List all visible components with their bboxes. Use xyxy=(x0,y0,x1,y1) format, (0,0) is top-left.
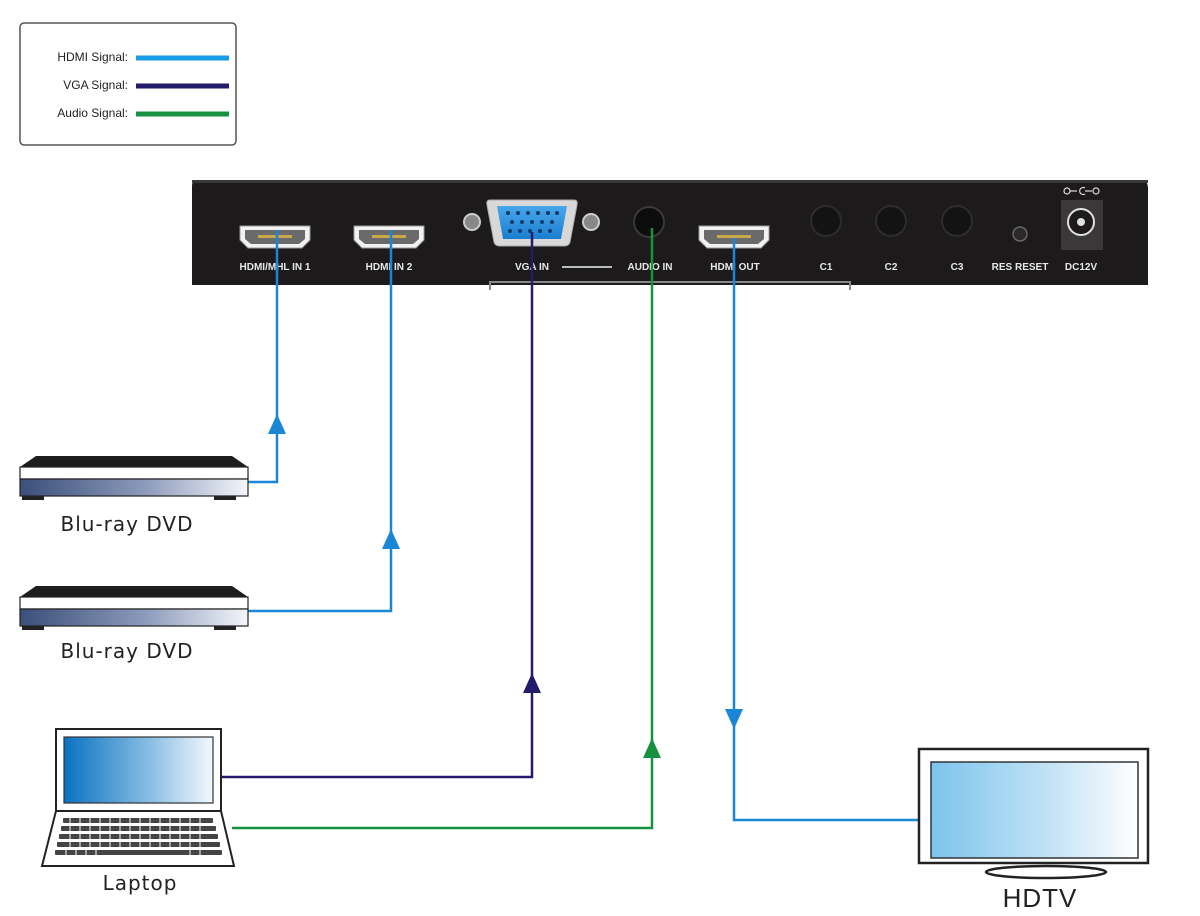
c1-port[interactable] xyxy=(810,205,842,237)
bluray-player-1 xyxy=(19,456,249,500)
c3-port[interactable] xyxy=(941,205,973,237)
c1-label: C1 xyxy=(820,262,833,273)
hdtv-label: HDTV xyxy=(1003,883,1078,913)
panel-bracket xyxy=(489,281,851,290)
hdmi-in-2-port[interactable] xyxy=(353,225,425,249)
arrow-up-hdmi-in-1 xyxy=(268,414,286,434)
laptop-label: Laptop xyxy=(103,871,178,895)
vga-in-port[interactable] xyxy=(463,199,600,247)
c2-port[interactable] xyxy=(875,205,907,237)
legend-label-audio: Audio Signal: xyxy=(57,106,128,120)
line-bluray2-to-hdmi-in-2 xyxy=(248,230,393,613)
line-hdmi-out-to-hdtv xyxy=(732,238,920,822)
vga-screw-right xyxy=(582,213,600,231)
connection-lines xyxy=(218,228,920,830)
c3-label: C3 xyxy=(951,262,964,273)
legend-label-hdmi: HDMI Signal: xyxy=(57,50,128,64)
line-laptop-to-vga-in xyxy=(218,232,534,779)
dc12v-label: DC12V xyxy=(1065,262,1098,273)
line-laptop-to-audio-in xyxy=(232,228,654,830)
laptop xyxy=(40,728,236,867)
audio-in-port[interactable] xyxy=(633,206,665,238)
hdmi-in-1-label: HDMI/MHL IN 1 xyxy=(240,262,311,273)
hdtv xyxy=(917,747,1150,880)
res-reset-label: RES RESET xyxy=(992,262,1049,273)
bluray-1-label: Blu-ray DVD xyxy=(61,512,194,536)
res-reset-button[interactable] xyxy=(1012,226,1028,242)
hdmi-out-port[interactable] xyxy=(698,225,770,249)
arrow-up-audio-in xyxy=(643,738,661,758)
arrow-down-hdmi-out xyxy=(725,709,743,729)
audio-in-label: AUDIO IN xyxy=(628,262,673,273)
switcher-rear-panel: HDMI/MHL IN 1 HDMI IN 2 VGA IN AUDIO IN xyxy=(192,180,1148,290)
c2-label: C2 xyxy=(885,262,898,273)
arrow-up-hdmi-in-2 xyxy=(382,529,400,549)
hdmi-in-2-label: HDMI IN 2 xyxy=(366,262,413,273)
vga-screw-left xyxy=(463,213,481,231)
bluray-2-label: Blu-ray DVD xyxy=(61,639,194,663)
line-bluray1-to-hdmi-in-1 xyxy=(248,230,279,484)
panel-body xyxy=(192,180,1148,285)
hdmi-in-1-port[interactable] xyxy=(239,225,311,249)
legend: HDMI Signal: VGA Signal: Audio Signal: xyxy=(19,22,237,146)
bluray-player-2 xyxy=(19,586,249,630)
polarity-icon xyxy=(1063,186,1100,196)
arrow-up-vga-in xyxy=(523,673,541,693)
dc12v-port[interactable] xyxy=(1061,200,1103,250)
legend-label-vga: VGA Signal: xyxy=(63,78,128,92)
